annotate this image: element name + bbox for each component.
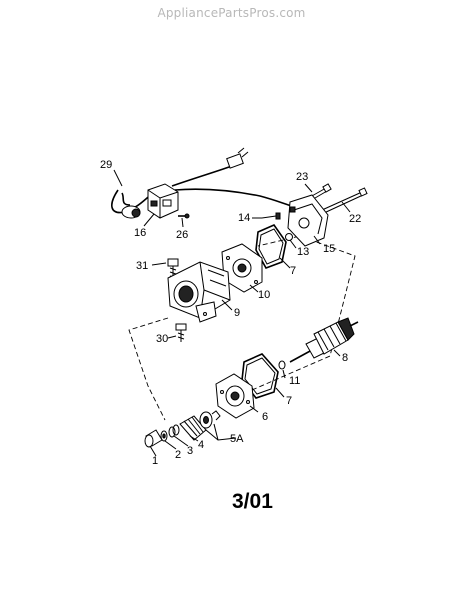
washer-part-11 [278,360,286,370]
callout-3: 3 [187,445,194,457]
motor-housing-part-9 [167,261,231,323]
callout-13: 13 [297,246,310,258]
callout-31: 31 [136,260,149,272]
screw-part-14 [261,212,281,220]
gasket-part-7-upper [255,224,287,269]
washer-part-13 [285,233,293,241]
callout-15: 15 [323,243,336,255]
drive-gear-part-4 [179,410,221,441]
callout-2: 2 [175,449,182,461]
dashed-assembly-outline [128,235,356,421]
callout-16: 16 [134,227,147,239]
callout-6: 6 [262,411,269,423]
screw-part-26 [178,213,190,219]
callout-7-upper: 7 [290,265,297,277]
callout-10: 10 [258,289,271,301]
site-watermark: AppliancePartsPros.com [157,6,306,20]
switch-box-part-16 [147,183,179,219]
callout-22: 22 [349,213,362,225]
screw-part-30 [175,323,187,342]
cap-part-1 [144,429,163,448]
diagram-date-code: 3/01 [232,490,273,513]
callout-1: 1 [152,455,159,467]
callout-26: 26 [176,229,189,241]
bolt-part-22 [321,187,368,214]
callout-7-lower: 7 [286,395,293,407]
leader-lines [113,169,351,457]
end-plate-part-10 [221,243,263,293]
callout-5a: 5A [230,433,244,445]
callout-23: 23 [296,171,309,183]
callout-11: 11 [289,375,301,387]
callout-4: 4 [198,439,205,451]
end-cap-part-15 [287,194,329,247]
retainer-part-2 [160,430,168,442]
callout-8: 8 [342,352,349,364]
power-cord-part-29 [111,147,293,219]
callout-29: 29 [100,159,113,171]
callout-14: 14 [238,212,251,224]
spring-part-3 [168,424,180,438]
callout-9: 9 [234,307,241,319]
callout-30: 30 [156,333,169,345]
armature-part-8 [289,317,359,363]
drive-end-plate-part-6 [215,373,255,419]
